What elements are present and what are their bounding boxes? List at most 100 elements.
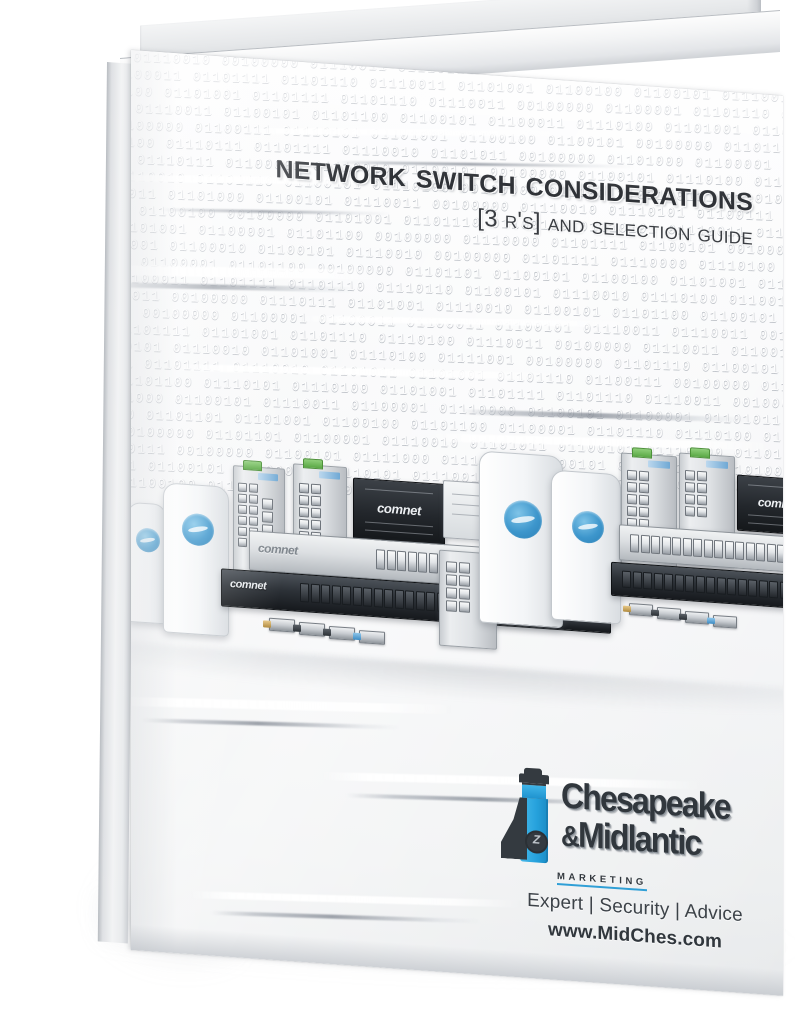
rj45-port (331, 585, 341, 605)
rj45-port (311, 507, 321, 519)
din-green-terminal (689, 447, 711, 459)
din-label (258, 472, 278, 482)
rj45-port (238, 537, 247, 548)
din-label (319, 471, 340, 480)
light-beam (131, 281, 356, 293)
rj45-port (661, 536, 671, 555)
rj45-port (397, 550, 406, 572)
din-green-terminal (243, 459, 262, 472)
rj45-port (238, 515, 247, 526)
rj45-port (639, 470, 649, 482)
light-beam (211, 910, 481, 924)
light-beam (131, 264, 382, 280)
rj45-port (418, 552, 427, 573)
rj45-port (446, 600, 457, 612)
din-green-terminal (303, 458, 324, 470)
converter-line (747, 484, 783, 490)
device-wireless-access-point (131, 501, 167, 625)
rj45-port (238, 504, 247, 515)
lighthouse-emblem (525, 829, 548, 855)
rj45-port (446, 587, 457, 599)
sfp-fiber-tip (651, 609, 659, 616)
rj45-port (405, 590, 414, 610)
rj45-port (632, 571, 642, 589)
logo-row: Chesapeake &Midlantic (505, 767, 765, 880)
ap-logo-disc (504, 499, 542, 540)
device-media-converter: comnet (353, 477, 445, 547)
rj45-port (428, 552, 438, 574)
logo-name-line2-text: Midlantic (577, 813, 701, 863)
rj45-port (716, 577, 726, 595)
sfp-fiber-tip (263, 620, 271, 628)
rj45-port (685, 505, 695, 517)
device-sfp-transceiver (293, 621, 325, 637)
device-wireless-access-point (551, 469, 621, 625)
rj45-port (238, 493, 247, 504)
rj45-port (459, 575, 470, 587)
rj45-port (653, 572, 663, 591)
rj45-port (769, 580, 778, 599)
device-sfp-transceiver (707, 614, 737, 629)
light-beam (190, 891, 522, 908)
rj45-port (249, 516, 258, 526)
montage-shadow (131, 641, 783, 724)
rj45-port (685, 469, 695, 481)
rj45-port (373, 588, 383, 608)
rj45-port (299, 494, 309, 506)
rj45-port (735, 541, 744, 561)
rj45-port (415, 590, 425, 611)
rj45-port (737, 578, 747, 597)
rj45-port (627, 481, 637, 493)
rj45-port (459, 588, 470, 600)
rj45-port (748, 579, 757, 597)
rj45-port (697, 494, 707, 506)
device-sfp-transceiver (353, 630, 385, 645)
rj45-port-grid (685, 469, 707, 518)
rj45-port (299, 518, 309, 530)
device-sfp-transceiver (323, 625, 355, 641)
rj45-port (238, 482, 247, 493)
lighthouse-swoosh (501, 796, 527, 860)
device-media-converter: comnet (737, 474, 783, 537)
rj45-port (238, 526, 247, 537)
rj45-port (342, 585, 351, 606)
rj45-port (695, 575, 705, 594)
sfp-fiber-tip (707, 617, 715, 624)
light-beam (241, 127, 571, 137)
sfp-fiber-tip (293, 624, 301, 632)
rj45-port (459, 562, 470, 574)
rj45-port (697, 506, 707, 518)
rj45-port (779, 581, 783, 600)
rj45-port (249, 483, 258, 493)
converter-line (364, 529, 434, 536)
rj45-port (384, 588, 393, 609)
din-green-terminal (631, 447, 653, 459)
rj45-port (262, 511, 273, 523)
rj45-port (300, 582, 309, 603)
light-beam (461, 409, 751, 423)
rj45-port (311, 519, 321, 531)
rj45-port-grid (627, 469, 649, 530)
rj45-port (758, 580, 768, 598)
rj45-port (363, 587, 372, 607)
rj45-port (446, 574, 457, 586)
rj45-port (311, 495, 321, 507)
logo-wordmark: Chesapeake &Midlantic (561, 775, 765, 863)
rj45-port (446, 561, 457, 573)
ap-logo-disc (136, 527, 160, 554)
rj45-port (639, 482, 649, 494)
rj45-port (664, 573, 673, 592)
ap-logo-disc (572, 509, 604, 545)
rj45-port (407, 551, 417, 573)
device-brand-label: comnet (258, 540, 298, 558)
rj45-port (627, 469, 637, 481)
rj45-port (627, 505, 637, 517)
din-label (706, 460, 728, 469)
rj45-port (321, 584, 330, 604)
light-beam (141, 718, 401, 730)
rj45-port (682, 537, 692, 557)
rj45-port-grid (446, 561, 470, 613)
rj45-port (299, 482, 309, 494)
light-beam (171, 363, 561, 381)
